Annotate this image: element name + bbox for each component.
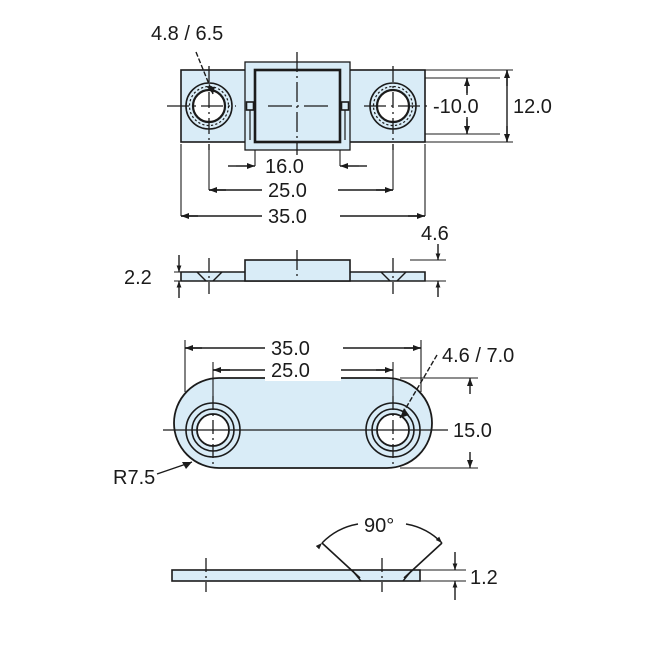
hole-callout-leader-top xyxy=(195,51,215,95)
upper-side-centerlines xyxy=(208,250,394,294)
overall-height-label-top: 12.0 xyxy=(513,96,552,118)
corner-radius-label: R7.5 xyxy=(113,467,155,489)
thickness-label-lower-side: 1.2 xyxy=(470,567,498,589)
overall-length-label-top: 35.0 xyxy=(268,206,307,228)
thickness-label-upper-side: 2.2 xyxy=(124,267,152,289)
top-view-extension-lines xyxy=(180,144,426,216)
top-view-pin-details xyxy=(245,101,350,140)
dim-thickness-upper-side: 2.2 xyxy=(124,255,196,298)
dim-overall-length-top: 35.0 xyxy=(181,205,425,228)
countersink-angle-label: 90° xyxy=(364,515,394,537)
bottom-plate-centerlines xyxy=(163,396,448,466)
corner-radius-leader xyxy=(156,461,193,475)
bottom-plate-view: 35.0 25.0 4.6 / 7.0 xyxy=(113,337,524,489)
dim-countersink-angle: 90° xyxy=(315,515,443,579)
dim-inner-width-top: 16.0 xyxy=(228,155,367,178)
dim-boss-height-upper-side: 4.6 xyxy=(410,223,449,297)
dim-overall-width-bottom: 15.0 xyxy=(400,377,524,469)
inner-height-label-top: -10.0 xyxy=(433,96,479,118)
dim-overall-length-bottom: 35.0 xyxy=(185,337,421,360)
boss-height-label-upper-side: 4.6 xyxy=(421,223,449,245)
overall-length-label-bottom: 35.0 xyxy=(271,338,310,360)
top-view-right-extensions xyxy=(425,69,513,143)
dim-inner-height-top: -10.0 xyxy=(432,78,504,134)
upper-side-countersink-right xyxy=(380,271,407,282)
hole-spacing-label-top: 25.0 xyxy=(268,180,307,202)
lower-side-plate xyxy=(171,569,421,582)
dim-hole-spacing-bottom: 25.0 xyxy=(213,359,393,382)
inner-width-label-top: 16.0 xyxy=(265,156,304,178)
top-view: 4.8 / 6.5 16.0 xyxy=(151,23,566,228)
dim-overall-height-top: 12.0 xyxy=(504,70,566,142)
upper-side-view: 2.2 4.6 xyxy=(124,223,449,298)
top-view-centerlines xyxy=(167,52,430,160)
lower-side-centerlines xyxy=(205,558,383,592)
upper-side-countersink-left xyxy=(196,271,223,282)
dim-hole-spacing-top: 25.0 xyxy=(209,179,393,202)
lower-side-view: 90° 1.2 xyxy=(171,515,498,600)
bottom-plate-outline xyxy=(173,377,433,469)
hole-callout-top: 4.8 / 6.5 xyxy=(151,23,223,45)
hole-callout-bottom: 4.6 / 7.0 xyxy=(442,345,514,367)
dim-thickness-lower-side: 1.2 xyxy=(412,552,498,600)
overall-width-label-bottom: 15.0 xyxy=(453,420,492,442)
hole-callout-leader-bottom xyxy=(399,354,438,419)
hole-spacing-label-bottom: 25.0 xyxy=(271,360,310,382)
